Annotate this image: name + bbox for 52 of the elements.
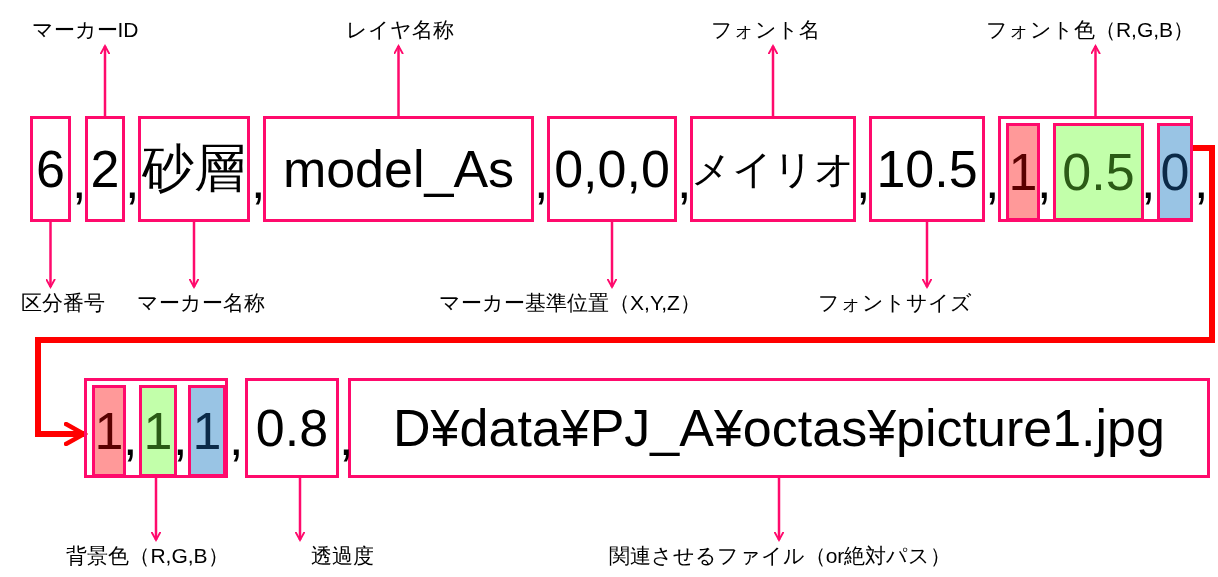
- arrow: [150, 478, 162, 541]
- value-box: メイリオ: [690, 116, 856, 222]
- comma-separator: ,: [123, 412, 135, 462]
- arrow: [294, 478, 306, 541]
- field-label: 背景色（R,G,B）: [40, 540, 255, 572]
- arrow: [99, 45, 111, 116]
- comma-separator: ,: [677, 155, 689, 205]
- field-label: マーカー基準位置（X,Y,Z）: [395, 287, 745, 319]
- comma-separator: ,: [1141, 155, 1153, 205]
- field-label: フォント色（R,G,B）: [960, 14, 1218, 46]
- field-label: マーカー名称: [122, 287, 280, 319]
- field-label: マーカーID: [20, 14, 150, 46]
- comma-separator: ,: [125, 155, 137, 205]
- value-box: model_As: [263, 116, 534, 222]
- arrow: [606, 222, 618, 288]
- value-box: 2: [85, 116, 125, 222]
- comma-separator: ,: [72, 155, 84, 205]
- arrow: [45, 222, 56, 288]
- value-box: 砂層: [138, 116, 250, 222]
- arrow: [1090, 45, 1101, 116]
- field-label: 区分番号: [2, 287, 124, 319]
- arrow: [393, 45, 404, 116]
- value-box: 0: [1157, 123, 1193, 221]
- comma-separator: ,: [985, 155, 997, 205]
- value-box: 1: [139, 385, 177, 477]
- value-box: 1: [92, 385, 126, 477]
- field-label: フォント名: [700, 14, 830, 46]
- value-box: 0.5: [1053, 123, 1144, 221]
- value-box: 1: [1006, 123, 1040, 221]
- field-label: 関連させるファイル（or絶対パス）: [585, 540, 975, 572]
- field-label: フォントサイズ: [800, 287, 990, 319]
- arrow: [921, 222, 933, 288]
- comma-separator: ,: [1194, 155, 1206, 205]
- comma-separator: ,: [856, 155, 868, 205]
- value-box: 1: [188, 385, 226, 477]
- field-label: 透過度: [290, 540, 395, 572]
- value-box: 10.5: [869, 116, 985, 222]
- comma-separator: ,: [1037, 155, 1049, 205]
- value-box: 0.8: [245, 378, 339, 478]
- comma-separator: ,: [534, 155, 546, 205]
- value-box: D¥data¥PJ_A¥octas¥picture1.jpg: [348, 378, 1210, 478]
- comma-separator: ,: [229, 412, 241, 462]
- value-box: 0,0,0: [547, 116, 677, 222]
- arrow: [188, 222, 200, 288]
- connector-arrow: [35, 145, 1215, 447]
- arrow: [773, 478, 785, 541]
- value-box: 6: [30, 116, 71, 222]
- group-box: [998, 116, 1193, 222]
- comma-separator: ,: [251, 155, 263, 205]
- field-label: レイヤ名称: [335, 14, 465, 46]
- group-box: [84, 378, 228, 478]
- arrow: [767, 45, 779, 116]
